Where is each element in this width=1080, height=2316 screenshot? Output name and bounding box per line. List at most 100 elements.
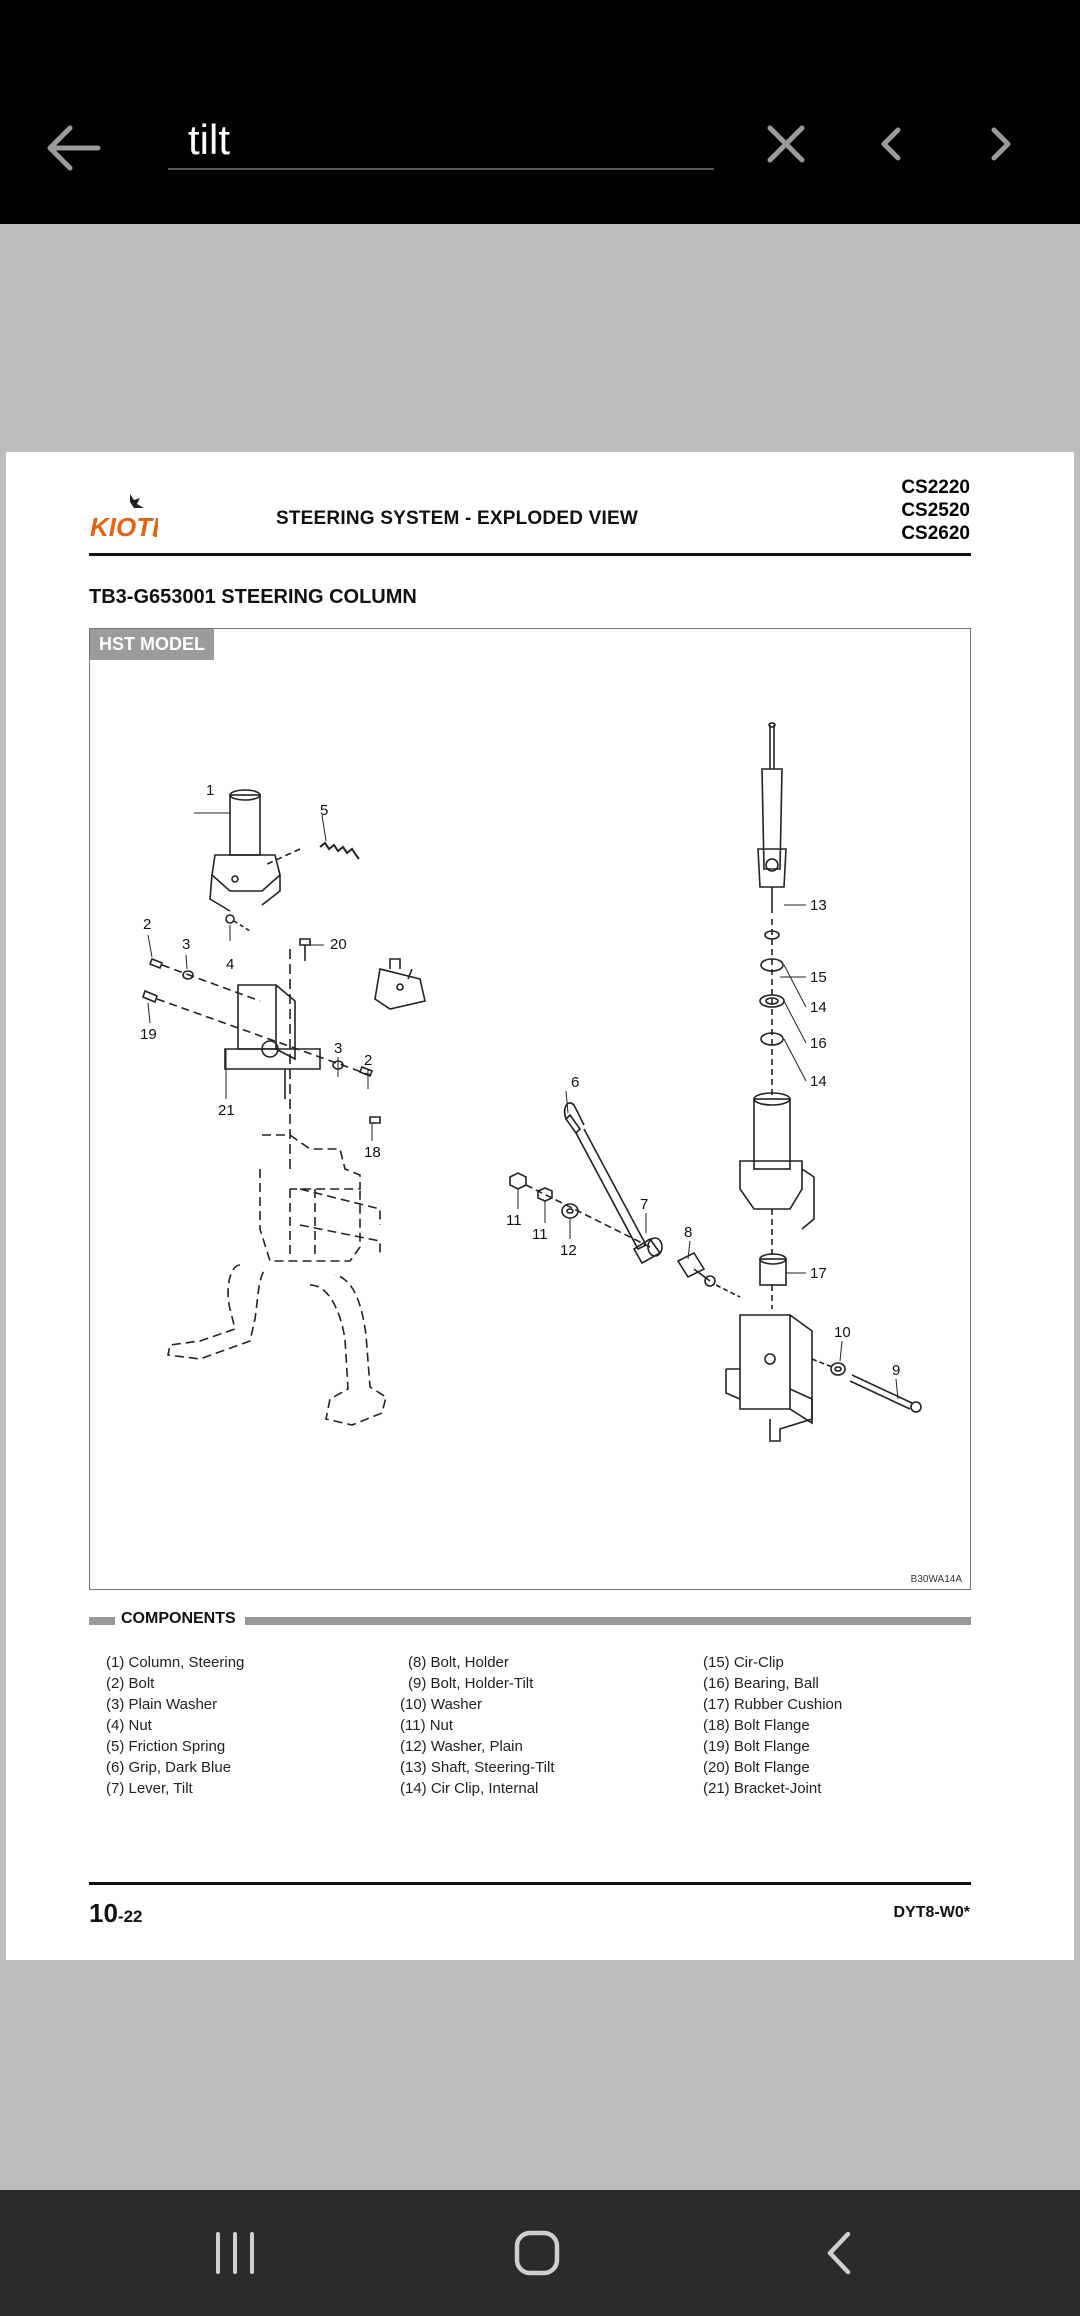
- callout-label: 20: [330, 936, 347, 953]
- heading-bar: [89, 1617, 115, 1625]
- column-lower-part: [739, 1092, 815, 1257]
- previous-match-chevron-icon[interactable]: [862, 114, 922, 174]
- components-column-3: (15) Cir-Clip (16) Bearing, Ball (17) Ru…: [703, 1652, 842, 1799]
- callout-label: 21: [218, 1102, 235, 1119]
- component-item: (12) Washer, Plain: [400, 1738, 523, 1755]
- component-item: (3) Plain Washer: [106, 1696, 218, 1713]
- callout-label: 11: [506, 1212, 522, 1229]
- footer-rule: [89, 1882, 971, 1885]
- kioti-logo: KIOTI: [90, 492, 160, 542]
- callout-label: 1: [206, 782, 214, 799]
- clear-search-icon[interactable]: [756, 114, 816, 174]
- header-rule: [89, 553, 971, 556]
- bolt-flange-part: [289, 938, 311, 1169]
- component-item: (19) Bolt Flange: [703, 1738, 810, 1755]
- callout-label: 4: [226, 956, 234, 973]
- component-item: (6) Grip, Dark Blue: [106, 1759, 232, 1776]
- document-code: DYT8-W0*: [893, 1904, 970, 1921]
- callout-label: 14: [810, 1073, 827, 1090]
- exploded-view-diagram: 1 5 2 3 4 20 19 3 2 21 18 13 15 14 16 14…: [89, 628, 971, 1590]
- component-item: (20) Bolt Flange: [703, 1759, 810, 1776]
- callout-label: 12: [560, 1242, 577, 1259]
- washer-and-bolt-part: [811, 1358, 922, 1413]
- page-number-chapter: 10: [89, 1898, 118, 1928]
- callout-leaders: [147, 812, 899, 1400]
- exploded-view-drawing: 1 5 2 3 4 20 19 3 2 21 18 13 15 14 16 14…: [140, 722, 922, 1442]
- hst-model-badge: HST MODEL: [90, 629, 214, 660]
- component-item: (8) Bolt, Holder: [408, 1654, 509, 1671]
- callout-label: 13: [810, 897, 827, 914]
- callout-label: 9: [892, 1362, 900, 1379]
- callout-label: 17: [810, 1265, 827, 1282]
- nuts-washer-part: [509, 1172, 651, 1248]
- page-number: 10-22: [89, 1898, 143, 1929]
- callout-numbers: 1 5 2 3 4 20 19 3 2 21 18 13 15 14 16 14…: [140, 782, 900, 1379]
- home-icon[interactable]: [502, 2220, 572, 2286]
- tilt-lever-part: [563, 1102, 663, 1265]
- small-bracket-part: [374, 958, 426, 1010]
- component-item: (13) Shaft, Steering-Tilt: [400, 1759, 555, 1776]
- bolt-washer-set-part: [142, 957, 371, 1076]
- callout-label: 3: [334, 1040, 342, 1057]
- navigation-bar: [0, 2190, 1080, 2316]
- search-field[interactable]: [168, 114, 714, 170]
- callout-label: 18: [364, 1144, 381, 1161]
- nut-part: [225, 914, 251, 932]
- find-in-page-bar: [0, 74, 1080, 224]
- page-number-page: -22: [117, 1907, 143, 1926]
- steering-column-part: [209, 789, 281, 912]
- clip-bearing-stack-part: [759, 919, 785, 1099]
- svg-text:KIOTI: KIOTI: [90, 512, 158, 542]
- component-item: (4) Nut: [106, 1717, 152, 1734]
- recent-apps-icon[interactable]: [200, 2220, 270, 2286]
- section-title: TB3-G653001 STEERING COLUMN: [89, 586, 417, 608]
- rubber-cushion-part: [759, 1253, 787, 1309]
- status-bar: [0, 0, 1080, 74]
- model-name: CS2620: [901, 523, 970, 544]
- steering-shaft-part: [757, 722, 787, 913]
- model-name: CS2520: [901, 500, 970, 521]
- holder-bolt-part: [676, 1251, 741, 1298]
- callout-label: 14: [810, 999, 827, 1016]
- callout-label: 6: [571, 1074, 579, 1091]
- components-heading: COMPONENTS: [89, 1610, 971, 1632]
- callout-label: 15: [810, 969, 827, 986]
- figure-code: B30WA14A: [910, 1574, 962, 1585]
- callout-label: 5: [320, 802, 328, 819]
- components-label: COMPONENTS: [121, 1610, 236, 1627]
- model-list: CS2220 CS2520 CS2620: [901, 476, 970, 545]
- callout-label: 2: [364, 1052, 372, 1069]
- callout-label: 3: [182, 936, 190, 953]
- document-page: KIOTI STEERING SYSTEM - EXPLODED VIEW CS…: [6, 452, 1074, 1960]
- search-input[interactable]: [168, 114, 714, 166]
- callout-label: 16: [810, 1035, 827, 1052]
- component-item: (17) Rubber Cushion: [703, 1696, 843, 1713]
- component-item: (1) Column, Steering: [106, 1654, 245, 1671]
- component-item: (7) Lever, Tilt: [106, 1780, 193, 1797]
- callout-label: 2: [143, 916, 151, 933]
- callout-label: 10: [834, 1324, 851, 1341]
- component-item: (15) Cir-Clip: [703, 1654, 784, 1671]
- heading-bar: [245, 1617, 971, 1625]
- component-item: (14) Cir Clip, Internal: [400, 1780, 539, 1797]
- component-item: (16) Bearing, Ball: [703, 1675, 819, 1692]
- model-name: CS2220: [901, 477, 970, 498]
- component-item: (5) Friction Spring: [106, 1738, 226, 1755]
- header-title: STEERING SYSTEM - EXPLODED VIEW: [276, 508, 638, 529]
- component-item: (18) Bolt Flange: [703, 1717, 810, 1734]
- frame-assembly-part: [167, 1134, 387, 1426]
- back-chevron-icon[interactable]: [806, 2220, 876, 2286]
- lower-bracket-part: [725, 1314, 813, 1442]
- component-item: (9) Bolt, Holder-Tilt: [408, 1675, 534, 1692]
- component-item: (21) Bracket-Joint: [703, 1780, 822, 1797]
- components-column-2: (8) Bolt, Holder (9) Bolt, Holder-Tilt (…: [400, 1652, 555, 1799]
- callout-label: 11: [532, 1226, 548, 1243]
- next-match-chevron-icon[interactable]: [970, 114, 1030, 174]
- friction-spring-part: [264, 841, 360, 866]
- component-item: (10) Washer: [400, 1696, 482, 1713]
- components-column-1: (1) Column, Steering (2) Bolt (3) Plain …: [106, 1652, 244, 1799]
- component-item: (11) Nut: [400, 1717, 454, 1734]
- back-arrow-icon[interactable]: [40, 118, 106, 178]
- bracket-joint-part: [224, 984, 321, 1099]
- callout-label: 19: [140, 1026, 157, 1043]
